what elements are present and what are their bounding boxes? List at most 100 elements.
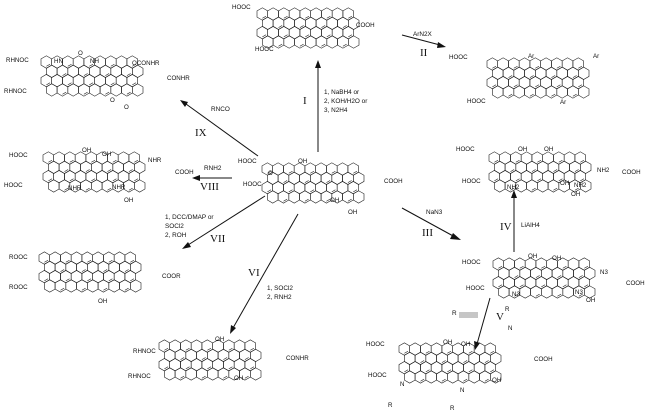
right-top-group-ar-3: Ar — [560, 99, 566, 106]
benzene-ring — [567, 85, 579, 99]
left-low-group-oh: OH — [98, 298, 107, 305]
right-low-group-cooh: COOH — [626, 280, 645, 287]
double-bond — [283, 180, 288, 183]
benzene-ring — [309, 190, 322, 204]
double-bond — [348, 15, 353, 19]
bottom-right-group-r-3: R — [505, 306, 510, 313]
double-bond — [321, 25, 326, 28]
double-bond — [62, 73, 67, 76]
double-bond — [584, 265, 589, 269]
benzene-ring — [91, 179, 103, 193]
double-bond — [81, 287, 86, 291]
benzene-ring — [62, 55, 74, 69]
benzene-ring — [267, 190, 279, 204]
double-bond — [463, 378, 468, 382]
left-mid-group-cooh: COOH — [175, 169, 194, 176]
double-bond — [278, 25, 283, 28]
benzene-ring — [185, 367, 197, 381]
double-bond — [64, 169, 69, 172]
double-bond — [556, 65, 561, 69]
left-top-group-o-1: O — [78, 50, 83, 57]
double-bond — [447, 350, 452, 354]
right-mid-group-oh-3: OH — [560, 180, 569, 187]
benzene-ring — [489, 370, 502, 384]
double-bond — [185, 366, 190, 370]
right-mid-structure-labels: HOOC HOOC COOH OH OH OH OH NH2 NH2 NH2 — [456, 146, 641, 198]
double-bond — [556, 84, 561, 88]
arrow-I — [315, 60, 321, 152]
double-bond — [515, 178, 520, 182]
double-bond — [283, 198, 288, 202]
benzene-ring — [492, 85, 504, 99]
double-bond — [299, 25, 304, 28]
benzene-ring — [294, 35, 306, 49]
double-bond — [551, 93, 556, 97]
benzene-ring — [494, 179, 506, 193]
double-bond — [103, 269, 108, 272]
double-bond — [441, 360, 446, 363]
right-low-group-oh-2: OH — [552, 255, 561, 262]
bottom-right-group-hooc-1: HOOC — [366, 341, 385, 348]
route-numeral-I: I — [303, 95, 307, 107]
reagent-VIII: RNH2 — [204, 165, 222, 172]
double-bond — [283, 34, 288, 38]
left-mid-group-nhr-3: NHR — [112, 184, 126, 191]
arrow-IX — [180, 100, 259, 157]
top-sheet — [256, 7, 360, 49]
double-bond — [244, 357, 249, 360]
benzene-ring — [99, 83, 112, 97]
center-group-oh-3: OH — [348, 209, 357, 216]
right-mid-group-oh-1: OH — [518, 146, 527, 153]
double-bond — [513, 84, 518, 88]
double-bond — [262, 34, 267, 38]
double-bond — [130, 278, 135, 282]
left-mid-group-nhr-2: NHR — [148, 157, 162, 164]
double-bond — [310, 170, 315, 174]
bottom-right-sheet — [398, 342, 502, 384]
benzene-ring — [283, 35, 295, 49]
double-bond — [110, 63, 115, 67]
double-bond — [578, 293, 583, 297]
double-bond — [87, 278, 92, 282]
reagent-VI-1: 1, SOCl2 — [267, 285, 293, 292]
benzene-ring — [121, 83, 133, 97]
center-sheet — [261, 162, 365, 204]
benzene-ring — [277, 190, 290, 204]
right-low-sheet — [492, 257, 596, 299]
left-top-group-o-2: O — [110, 97, 115, 104]
left-mid-group-hooc-2: HOOC — [4, 182, 23, 189]
right-low-structure-labels: HOOC HOOC COOH OH OH OH N3 N3 N3 — [462, 253, 645, 304]
benzene-ring — [103, 251, 115, 265]
route-numeral-V: V — [496, 311, 504, 323]
reagent-III: NaN3 — [426, 209, 443, 216]
left-top-group-rhnoc-1: RHNOC — [6, 57, 29, 64]
left-top-group-rhnoc-2: RHNOC — [4, 88, 27, 95]
bottom-right-group-n-2: N — [460, 387, 464, 394]
right-low-group-oh-1: OH — [528, 253, 537, 260]
benzene-ring — [497, 57, 509, 71]
reagent-II: ArN2X — [413, 31, 433, 38]
double-bond — [326, 15, 331, 19]
benzene-ring — [164, 367, 176, 381]
double-bond — [44, 278, 49, 282]
left-low-structure-labels: ROOC ROOC COOR OH — [9, 254, 181, 305]
double-bond — [578, 84, 583, 88]
bottom-mid-structure-labels: RHNOC RHNOC CONHR OH OH — [128, 336, 309, 382]
reagent-IV: LiAlH4 — [521, 222, 540, 229]
benzene-ring — [545, 85, 558, 99]
double-bond — [494, 159, 499, 163]
reagent-IX: RNCO — [211, 106, 230, 113]
benzene-ring — [342, 190, 354, 204]
center-group-oh-2: OH — [330, 197, 339, 204]
double-bond — [180, 375, 185, 379]
double-bond — [305, 34, 310, 38]
double-bond — [46, 82, 51, 86]
benzene-ring — [56, 83, 69, 97]
double-bond — [126, 73, 131, 76]
double-bond — [347, 180, 352, 183]
benzene-ring — [446, 370, 459, 384]
bottom-right-group-oh-1: OH — [443, 339, 452, 346]
reagent-VII-2: SOCl2 — [165, 223, 184, 230]
reagent-VI-2: 2, RNH2 — [267, 294, 292, 301]
